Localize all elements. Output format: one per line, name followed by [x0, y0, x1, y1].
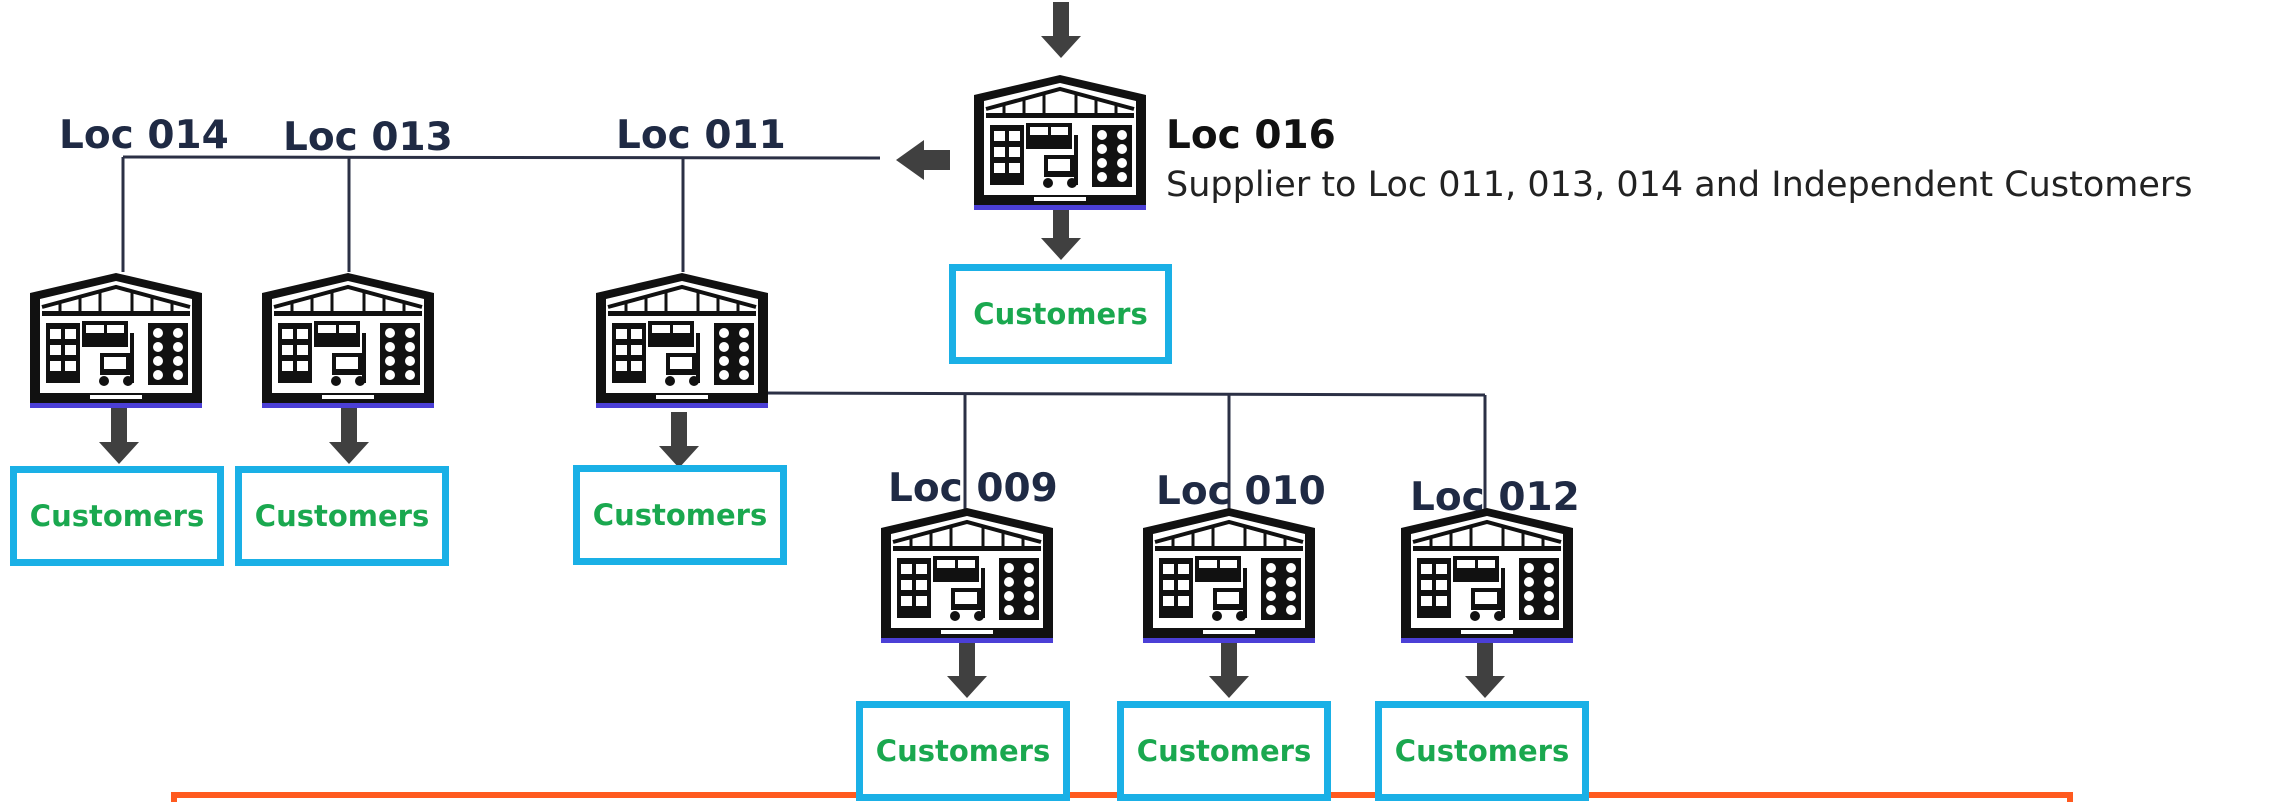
- customers-box: Customers: [1375, 701, 1589, 801]
- warehouse-icon: [972, 73, 1148, 212]
- customers-box: Customers: [949, 264, 1172, 364]
- loc-label: Loc 009: [888, 466, 1058, 511]
- warehouse-icon: [1399, 506, 1575, 645]
- customers-box: Customers: [235, 466, 449, 566]
- arrow-down-icon: [1209, 642, 1249, 698]
- customers-label: Customers: [592, 498, 768, 532]
- customers-label: Customers: [1136, 734, 1312, 768]
- arrow-down-icon: [1041, 2, 1081, 58]
- arrow-down-icon: [99, 408, 139, 464]
- warehouse-icon: [1141, 506, 1317, 645]
- warehouse-icon: [28, 271, 204, 410]
- customers-box: Customers: [573, 465, 787, 565]
- customers-label: Customers: [875, 734, 1051, 768]
- customers-box: Customers: [856, 701, 1070, 801]
- loc-label: Loc 010: [1156, 469, 1326, 514]
- arrow-left-icon: [896, 140, 950, 180]
- loc-label: Loc 011: [616, 113, 786, 158]
- arrow-down-icon: [329, 408, 369, 464]
- node-description: Supplier to Loc 011, 013, 014 and Indepe…: [1166, 165, 2193, 205]
- loc-label: Loc 016: [1166, 113, 1336, 158]
- arrow-down-icon: [659, 412, 699, 468]
- customers-box: Customers: [1117, 701, 1331, 801]
- connector-lines: [121, 155, 1487, 540]
- customers-label: Customers: [254, 499, 430, 533]
- loc-label: Loc 014: [59, 113, 229, 158]
- arrow-down-icon: [947, 642, 987, 698]
- loc-label: Loc 012: [1410, 475, 1580, 520]
- customers-box: Customers: [10, 466, 224, 566]
- warehouse-icon: [260, 271, 436, 410]
- warehouse-icon: [594, 271, 770, 410]
- arrow-down-icon: [1041, 204, 1081, 260]
- loc-label: Loc 013: [283, 115, 453, 160]
- warehouse-icon: [879, 506, 1055, 645]
- customers-label: Customers: [1394, 734, 1570, 768]
- customers-label: Customers: [29, 499, 205, 533]
- customers-label: Customers: [973, 297, 1148, 331]
- arrow-down-icon: [1465, 642, 1505, 698]
